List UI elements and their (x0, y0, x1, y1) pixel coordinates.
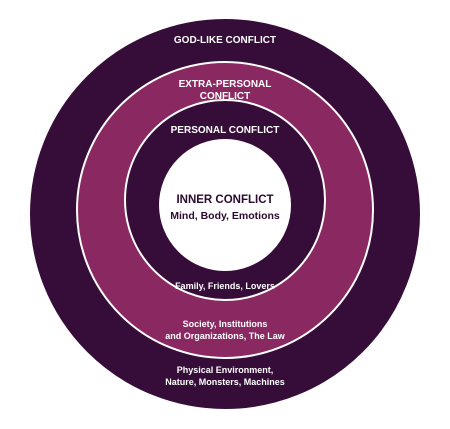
personal-conflict-title: PERSONAL CONFLICT (171, 125, 280, 136)
extra-personal-conflict-title-line2: CONFLICT (200, 91, 251, 102)
god-like-conflict-description-line1: Physical Environment, (177, 365, 274, 375)
inner-conflict-description: Mind, Body, Emotions (170, 210, 280, 222)
personal-conflict-description: Family, Friends, Lovers (175, 281, 275, 291)
extra-personal-conflict-title-line1: EXTRA-PERSONAL (179, 79, 272, 90)
inner-conflict-title: INNER CONFLICT (176, 194, 273, 206)
god-like-conflict-description-line2: Nature, Monsters, Machines (165, 377, 285, 387)
god-like-conflict-title: GOD-LIKE CONFLICT (174, 35, 276, 46)
inner-conflict-core (159, 139, 291, 271)
extra-personal-conflict-description-line2: and Organizations, The Law (165, 331, 286, 341)
extra-personal-conflict-description-line1: Society, Institutions (183, 319, 268, 329)
